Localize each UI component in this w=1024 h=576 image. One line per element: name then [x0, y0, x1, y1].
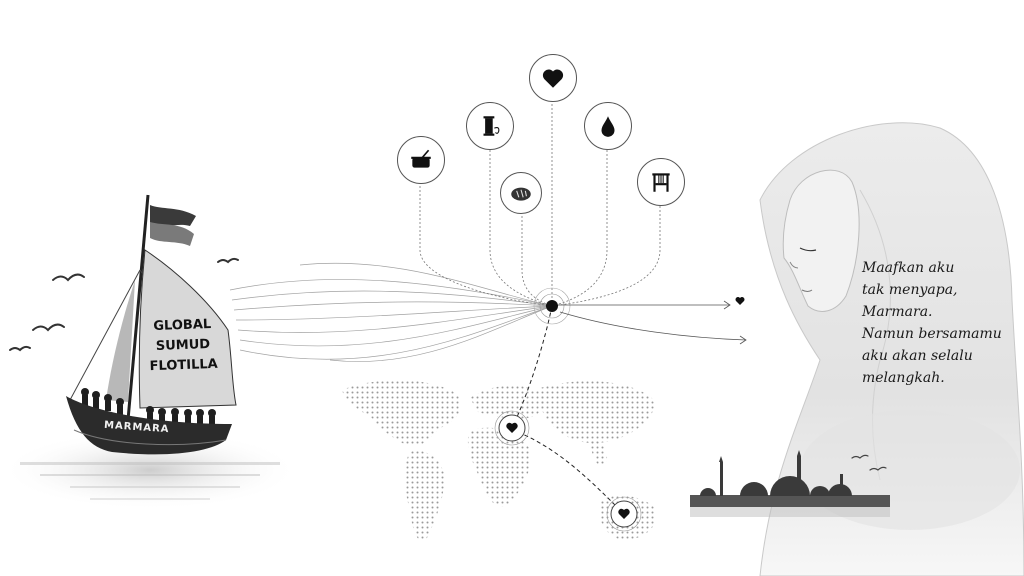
- poem: Maafkan aku tak menyapa, Marmara. Namun …: [862, 257, 1022, 389]
- poem-line: Namun bersamamu: [862, 326, 1002, 342]
- heart-icon: [529, 54, 577, 102]
- city-skyline: [690, 450, 890, 517]
- poem-line: Marmara.: [862, 304, 933, 320]
- thread-spool-icon: [466, 102, 514, 150]
- poem-line: melangkah.: [862, 370, 945, 386]
- cooking-pot-icon: [397, 136, 445, 184]
- loom-icon: [637, 158, 685, 206]
- world-map: [342, 380, 657, 542]
- flow-strands: [229, 262, 553, 362]
- outgoing-arrows: [558, 297, 747, 345]
- skyline-birds: [851, 454, 887, 471]
- poem-line: aku akan selalu: [862, 348, 973, 364]
- network-hub: [533, 287, 571, 325]
- map-pin-origin: [494, 410, 530, 446]
- sail-label: GLOBAL SUMUD FLOTILLA: [149, 317, 218, 375]
- map-pin-destination: [606, 496, 642, 532]
- sea: [0, 430, 300, 510]
- poem-line: Maafkan aku: [862, 260, 955, 276]
- route-line: [511, 305, 623, 513]
- poem-line: tak menyapa,: [862, 282, 958, 298]
- seagulls: [9, 257, 239, 352]
- bread-icon: [500, 172, 542, 214]
- flotilla-boat: [66, 194, 237, 455]
- water-drop-icon: [584, 102, 632, 150]
